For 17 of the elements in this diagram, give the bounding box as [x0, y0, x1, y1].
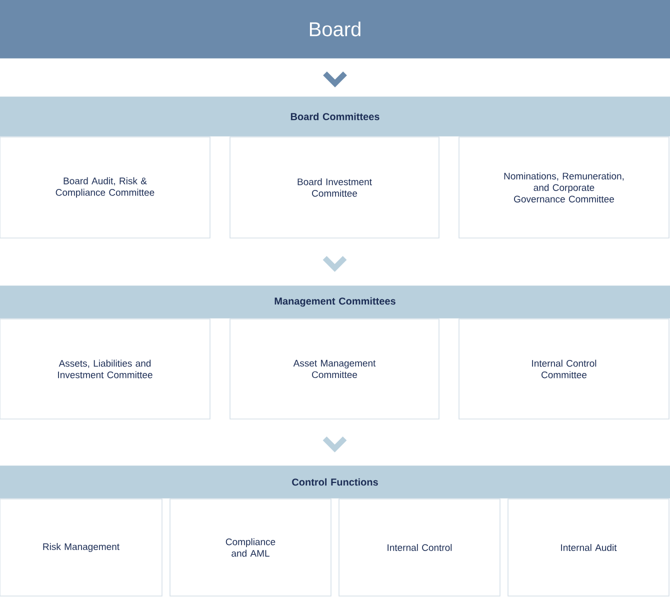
chevron-arrow	[323, 72, 347, 88]
committee-box: Assets, Liabilities and Investment Committee	[0, 318, 210, 420]
board-banner: Board	[0, 0, 670, 58]
chevron-arrow	[322, 256, 347, 272]
committee-box: Board Audit, Risk & Compliance Committee	[0, 136, 210, 238]
committee-box: Asset Management Committee	[230, 318, 440, 420]
committee-box: Internal Audit	[508, 498, 670, 596]
section-header-band: Control Functions	[0, 466, 670, 498]
committee-box: Nominations, Remuneration, and Corporate Governance Committee	[458, 136, 670, 238]
committee-box: Board Investment Committee	[230, 136, 440, 238]
section-header-band: Management Committees	[0, 286, 670, 318]
committee-box: Internal Control	[338, 498, 500, 596]
committee-box: Compliance and AML	[170, 498, 332, 596]
committee-box: Risk Management	[0, 498, 162, 596]
section-header-band: Board Committees	[0, 96, 670, 136]
committee-box: Internal Control Committee	[458, 318, 670, 420]
chevron-arrow	[322, 436, 347, 452]
